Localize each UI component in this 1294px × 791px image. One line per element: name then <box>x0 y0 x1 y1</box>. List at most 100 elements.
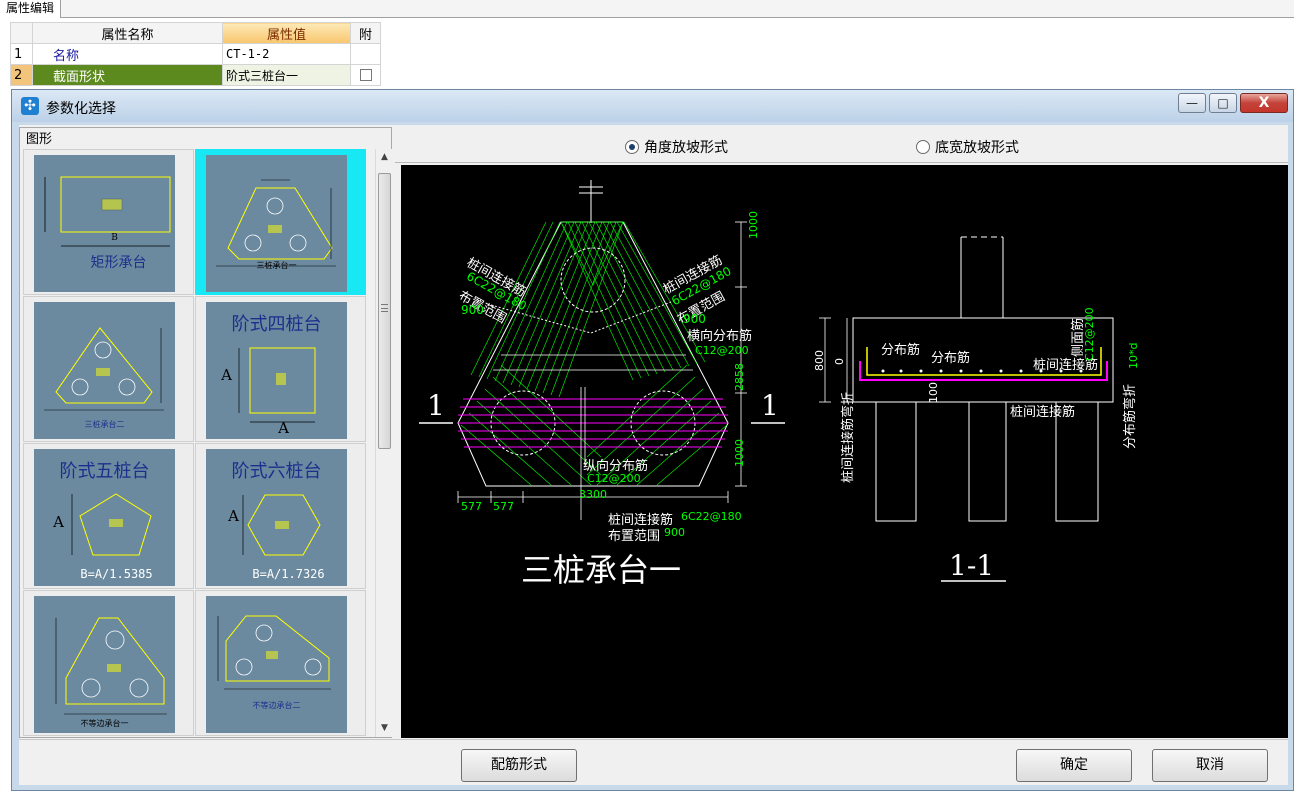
row-value[interactable]: 阶式三桩台一 <box>222 64 351 86</box>
row-name: 名称 <box>32 43 223 65</box>
plan-dim-1000-bottom: 1000 <box>733 439 746 467</box>
plan-transverse: 横向分布筋 <box>687 329 753 344</box>
radio-angle-label: 角度放坡形式 <box>644 140 728 156</box>
shape-thumb-rect[interactable]: A B 矩形承台 <box>23 149 194 295</box>
thumb-dim-a: A <box>34 179 40 189</box>
thumb-label: 三桩承台一 <box>256 261 297 270</box>
shape-thumb-4pile[interactable]: 阶式四桩台 A A <box>195 296 366 442</box>
radio-width-slope[interactable]: 底宽放坡形式 <box>916 137 1019 157</box>
radio-dot-icon[interactable] <box>916 140 930 154</box>
row-name: 截面形状 <box>32 64 223 86</box>
rect-cap-diagram <box>44 176 171 247</box>
thumb-formula: B=A/1.5385 <box>80 567 153 581</box>
sec-dim-100: 100 <box>927 382 940 403</box>
ok-button[interactable]: 确定 <box>1016 749 1132 782</box>
row-attach[interactable] <box>350 64 381 86</box>
plan-dim-577-b: 577 <box>493 500 514 513</box>
maximize-button[interactable]: □ <box>1209 93 1237 113</box>
header-name: 属性名称 <box>32 22 223 44</box>
sec-link-1: 桩间连接筋 <box>1033 358 1099 373</box>
sec-link-2: 桩间连接筋 <box>1010 405 1076 420</box>
sec-dist-1: 分布筋 <box>881 343 921 358</box>
scroll-up-icon[interactable]: ▲ <box>381 152 388 162</box>
property-row[interactable]: 1 名称 CT-1-2 <box>10 43 381 65</box>
three-pile-cap-diagram <box>216 179 336 267</box>
irregular-cap-1-diagram <box>55 617 167 715</box>
thumb-image: 阶式六桩台 A B=A/1.7326 <box>206 449 347 586</box>
thumb-label: 矩形承台 <box>90 255 147 271</box>
gallery-list: A B 矩形承台 <box>23 149 367 737</box>
plan-range-left-val: 900 <box>461 303 484 317</box>
four-pile-cap-diagram <box>238 347 316 423</box>
cad-labels: 桩间连接筋 6C22@180 布置范围 900 桩间连接筋 6C22@180 布… <box>401 165 1288 738</box>
gallery-scrollbar[interactable]: ▲ ▼ <box>375 149 392 737</box>
plan-dim-2858: 2858 <box>733 363 746 391</box>
attach-checkbox[interactable] <box>359 69 372 81</box>
close-button[interactable]: X <box>1240 93 1288 113</box>
thumb-label: 阶式六桩台 <box>231 461 322 482</box>
header-num <box>10 22 33 44</box>
thumb-image: 阶式五桩台 A B=A/1.5385 <box>34 449 175 586</box>
gallery-label: 图形 <box>24 128 55 147</box>
thumb-image: 三桩承台二 <box>34 302 175 439</box>
thumb-label: 阶式五桩台 <box>59 461 150 482</box>
dialog-title: 参数化选择 <box>46 101 116 117</box>
plan-pile-link-bottom-spec: 6C22@180 <box>681 510 742 523</box>
row-value[interactable]: CT-1-2 <box>222 43 351 65</box>
section-mark-left: 1 <box>427 389 445 422</box>
slope-options: 角度放坡形式 底宽放坡形式 <box>395 127 1288 163</box>
sec-dist-2: 分布筋 <box>931 351 971 366</box>
shape-thumb-5pile[interactable]: 阶式五桩台 A B=A/1.5385 <box>23 443 194 589</box>
three-pile-cap-2-diagram <box>44 327 164 411</box>
property-header-row: 属性名称 属性值 附 <box>10 22 381 44</box>
shape-thumb-irregular-1[interactable]: 不等边承台一 <box>23 590 194 736</box>
property-tabbar: 属性编辑 <box>0 0 1294 18</box>
sec-bend: 10*d <box>1127 342 1140 369</box>
plan-title: 三桩承台一 <box>521 551 682 589</box>
shape-thumb-3pile-2[interactable]: 三桩承台二 <box>23 296 194 442</box>
plan-dim-577-a: 577 <box>461 500 482 513</box>
thumb-image: A B 矩形承台 <box>34 155 175 292</box>
thumb-label: 三桩承台二 <box>84 420 125 429</box>
property-tab[interactable]: 属性编辑 <box>0 0 62 18</box>
sec-side-spec: C12@200 <box>1083 307 1096 361</box>
sec-dim-0: 0 <box>833 358 846 365</box>
dialog-client: 图形 A B 矩形承台 <box>19 125 1288 785</box>
property-row-selected[interactable]: 2 截面形状 阶式三桩台一 <box>10 64 381 86</box>
plan-longitudinal: 纵向分布筋 <box>583 459 649 474</box>
minimize-button[interactable]: — <box>1178 93 1206 113</box>
thumb-label: 不等边承台一 <box>80 719 129 728</box>
irregular-cap-2-diagram <box>217 615 331 690</box>
shape-thumb-irregular-2[interactable]: 不等边承台二 <box>195 590 366 736</box>
thumb-image: 三桩承台一 <box>206 155 347 292</box>
five-pile-cap-diagram <box>71 493 152 556</box>
plan-dim-3300: 3300 <box>579 488 607 501</box>
plan-transverse-spec: C12@200 <box>695 344 749 357</box>
shape-thumb-6pile[interactable]: 阶式六桩台 A B=A/1.7326 <box>195 443 366 589</box>
row-number: 2 <box>10 64 33 86</box>
sec-link-bend: 桩间连接筋弯折 <box>841 391 856 483</box>
grip-icon <box>381 304 388 312</box>
plan-range-bottom-val: 900 <box>664 526 685 539</box>
parametric-dialog: ✣ 参数化选择 — □ X 图形 <box>11 89 1294 791</box>
plan-longitudinal-spec: C12@200 <box>587 472 641 485</box>
sec-dim-800: 800 <box>813 350 826 371</box>
shape-gallery: 图形 A B 矩形承台 <box>19 127 392 738</box>
radio-angle-slope[interactable]: 角度放坡形式 <box>625 137 728 157</box>
plan-range-bottom: 布置范围 <box>608 529 661 544</box>
radio-dot-checked-icon[interactable] <box>625 140 639 154</box>
header-value: 属性值 <box>222 22 351 44</box>
dialog-titlebar[interactable]: ✣ 参数化选择 — □ X <box>12 90 1293 122</box>
cancel-button[interactable]: 取消 <box>1152 749 1268 782</box>
scroll-down-icon[interactable]: ▼ <box>381 723 388 733</box>
plan-dim-1000-top: 1000 <box>747 211 760 239</box>
header-attach: 附 <box>350 22 381 44</box>
thumb-dim-a: A <box>228 507 239 525</box>
shape-thumb-3pile-1[interactable]: 三桩承台一 <box>195 149 366 295</box>
section-title: 1-1 <box>949 549 995 582</box>
scroll-thumb[interactable] <box>378 173 391 449</box>
rebar-form-button[interactable]: 配筋形式 <box>461 749 577 782</box>
section-mark-right: 1 <box>761 389 779 422</box>
thumb-dim-a: A <box>221 366 232 384</box>
